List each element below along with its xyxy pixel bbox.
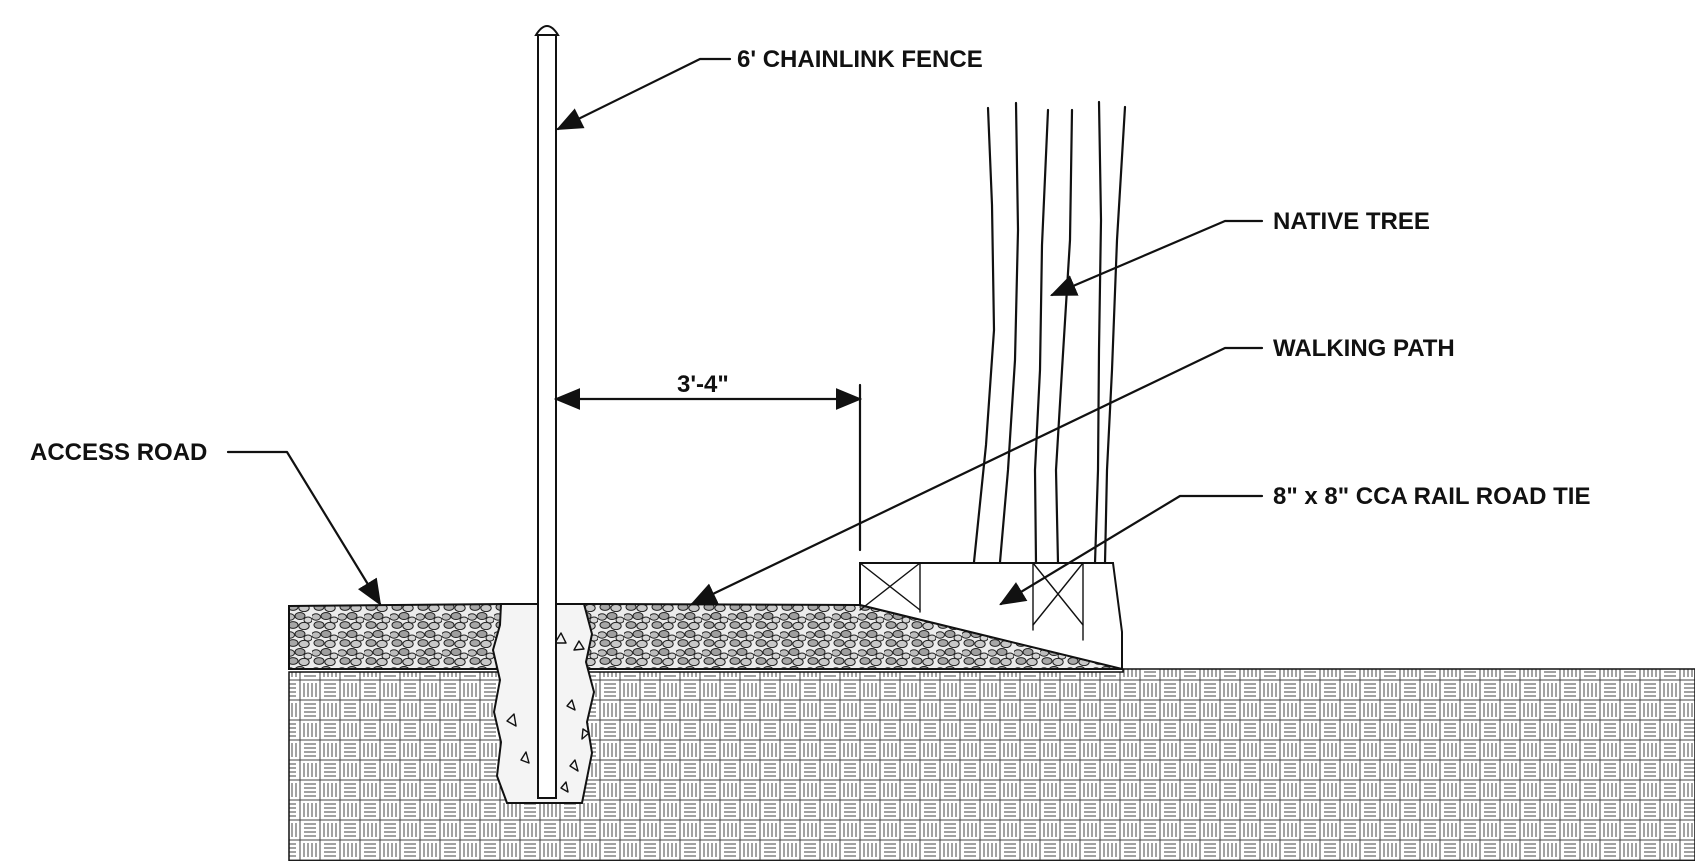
tree-label: NATIVE TREE: [1273, 208, 1430, 235]
dimension-text: 3'-4": [677, 371, 729, 398]
native-tree-trunk: [972, 100, 1127, 565]
road-leader: [226, 450, 382, 606]
path-leader: [690, 346, 1264, 606]
tree-leader: [1049, 219, 1264, 297]
footing-aggregate-marks: [506, 632, 590, 793]
rail-road-tie: [859, 562, 1123, 671]
rail-road-tie-label: 8" x 8" CCA RAIL ROAD TIE: [1273, 483, 1590, 510]
fence-leader: [556, 57, 732, 131]
fence-post: [534, 25, 560, 799]
tie-leader: [999, 494, 1264, 606]
access-road-label: ACCESS ROAD: [30, 439, 207, 466]
subgrade-soil: [288, 668, 1695, 861]
fence-label: 6' CHAINLINK FENCE: [737, 46, 983, 73]
walking-path-label: WALKING PATH: [1273, 335, 1455, 362]
